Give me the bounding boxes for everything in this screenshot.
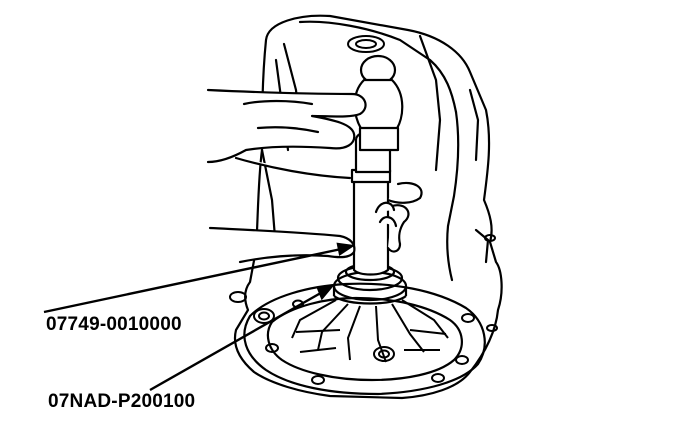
mallet: [353, 54, 404, 152]
top-boss: [347, 35, 385, 53]
callout-line-tool-2: [149, 288, 327, 392]
callout-arrowhead-tool-2: [316, 284, 335, 301]
label-tool-1: 07749-0010000: [46, 314, 182, 335]
upper-hand: [206, 88, 423, 204]
radial-ribs: [291, 299, 449, 363]
callout-line-tool-1: [43, 246, 347, 314]
mounting-holes: [229, 234, 498, 332]
callout-arrows: [43, 242, 356, 392]
flange-bolt-holes: [265, 299, 475, 385]
label-tool-2: 07NAD-P200100: [48, 391, 196, 412]
callout-arrowhead-tool-1: [336, 242, 356, 256]
